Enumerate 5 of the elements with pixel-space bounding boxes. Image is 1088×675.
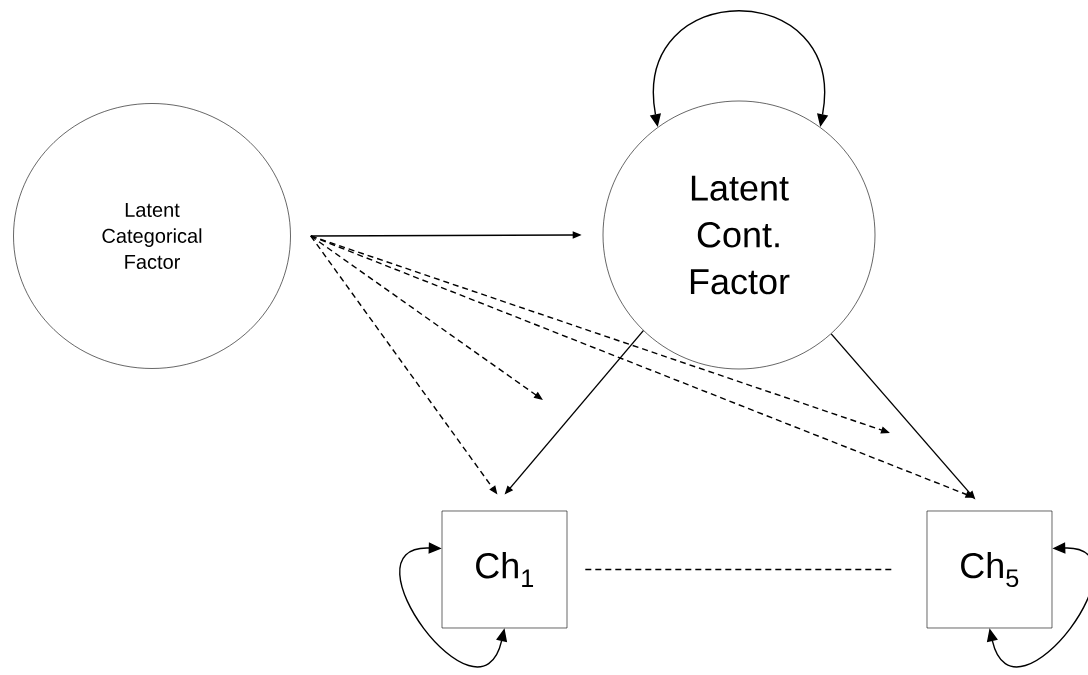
indicator-box: Ch$_{1}$: [441, 510, 568, 629]
self-loop-arrow: [986, 542, 1088, 667]
dashed-arrow: [310, 235, 543, 400]
indicator-box: Ch$_{5}$: [926, 510, 1053, 629]
dashed-line: [584, 568, 893, 571]
